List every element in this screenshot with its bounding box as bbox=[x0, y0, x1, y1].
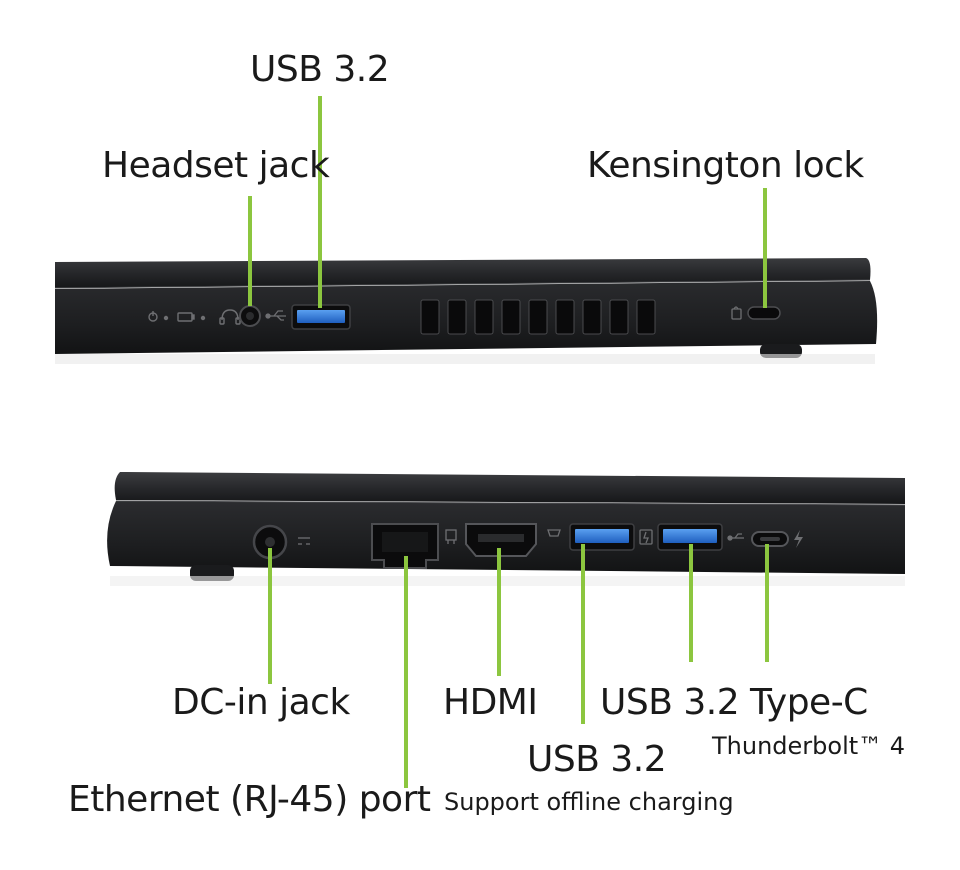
leader-line-typec bbox=[765, 544, 769, 662]
label-offline-charging-note: Support offline charging bbox=[444, 788, 734, 816]
vent-grille bbox=[420, 299, 656, 335]
usb-a-port-tongue bbox=[575, 529, 629, 543]
lid-seam bbox=[115, 500, 906, 506]
headset-icon bbox=[219, 309, 241, 325]
headset-jack-hole bbox=[246, 312, 254, 320]
leader-line-kensington bbox=[763, 188, 767, 308]
label-thunderbolt-note: Thunderbolt™ 4 bbox=[712, 732, 906, 760]
label-type-c: Type-C bbox=[750, 682, 868, 723]
label-hdmi: HDMI bbox=[443, 682, 538, 723]
usb-a-port-tongue bbox=[297, 310, 345, 323]
usb-a-port-tongue bbox=[663, 529, 717, 543]
ethernet-port-interior bbox=[382, 532, 428, 552]
surface-reflection bbox=[110, 576, 905, 586]
thunderbolt-icon bbox=[794, 530, 803, 548]
dc-in-icon bbox=[298, 537, 310, 545]
surface-reflection bbox=[55, 354, 875, 364]
label-headset-jack: Headset jack bbox=[102, 145, 330, 186]
label-usb-a2: USB 3.2 bbox=[600, 682, 740, 723]
leader-line-usb-top bbox=[318, 96, 322, 308]
label-usb-a1: USB 3.2 bbox=[527, 739, 667, 780]
type-c-port-tongue bbox=[760, 537, 780, 541]
label-dc-in-jack: DC-in jack bbox=[172, 682, 350, 723]
label-usb-top: USB 3.2 bbox=[250, 49, 390, 90]
leader-line-hdmi bbox=[497, 548, 501, 676]
laptop-lid bbox=[114, 472, 905, 504]
power-led-icon bbox=[148, 311, 169, 322]
leader-line-dc-in bbox=[268, 548, 272, 684]
hdmi-icon bbox=[547, 529, 561, 537]
laptop-lid bbox=[55, 258, 871, 288]
label-kensington-lock: Kensington lock bbox=[587, 145, 864, 186]
usb-charge-icon bbox=[639, 529, 653, 545]
leader-line-usb-a2 bbox=[689, 544, 693, 662]
battery-led-icon bbox=[177, 312, 206, 322]
lid-seam bbox=[54, 279, 871, 289]
ethernet-icon bbox=[445, 529, 457, 544]
usb-icon bbox=[265, 310, 286, 321]
label-ethernet-port: Ethernet (RJ-45) port bbox=[68, 779, 431, 820]
leader-line-headset bbox=[248, 196, 252, 306]
usb-icon bbox=[727, 533, 744, 541]
kensington-icon bbox=[731, 306, 742, 320]
hdmi-port-contacts bbox=[478, 534, 524, 542]
leader-line-ethernet bbox=[404, 556, 408, 788]
leader-line-usb-a1 bbox=[581, 544, 585, 724]
dc-in-jack-pin bbox=[265, 537, 275, 547]
